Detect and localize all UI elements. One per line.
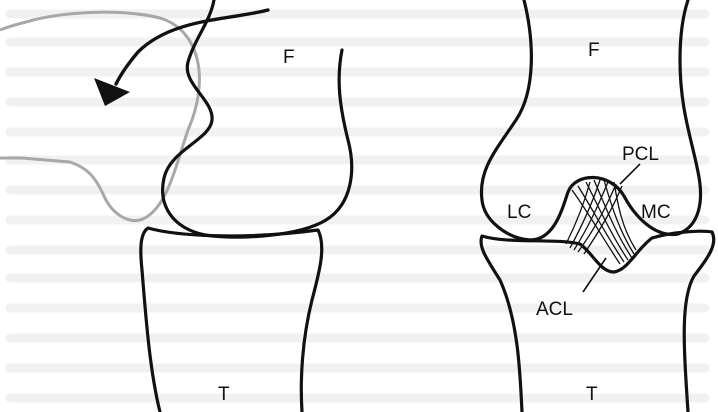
background-text <box>10 14 705 398</box>
right-tibia-label: T <box>586 384 598 405</box>
left-knee: F T <box>0 0 352 412</box>
right-femur-label: F <box>588 40 600 61</box>
medial-condyle-label: MC <box>641 202 671 223</box>
left-tibia-label: T <box>218 384 230 405</box>
acl-label: ACL <box>536 299 573 320</box>
pcl-leader-line <box>620 164 640 184</box>
left-femur-label: F <box>283 47 295 68</box>
pcl-label: PCL <box>622 144 659 165</box>
lateral-condyle-label: LC <box>507 202 531 223</box>
right-knee: F LC MC PCL ACL T <box>481 0 714 412</box>
left-tibia-outline <box>141 228 322 412</box>
gray-tissue-top-edge <box>0 22 26 30</box>
